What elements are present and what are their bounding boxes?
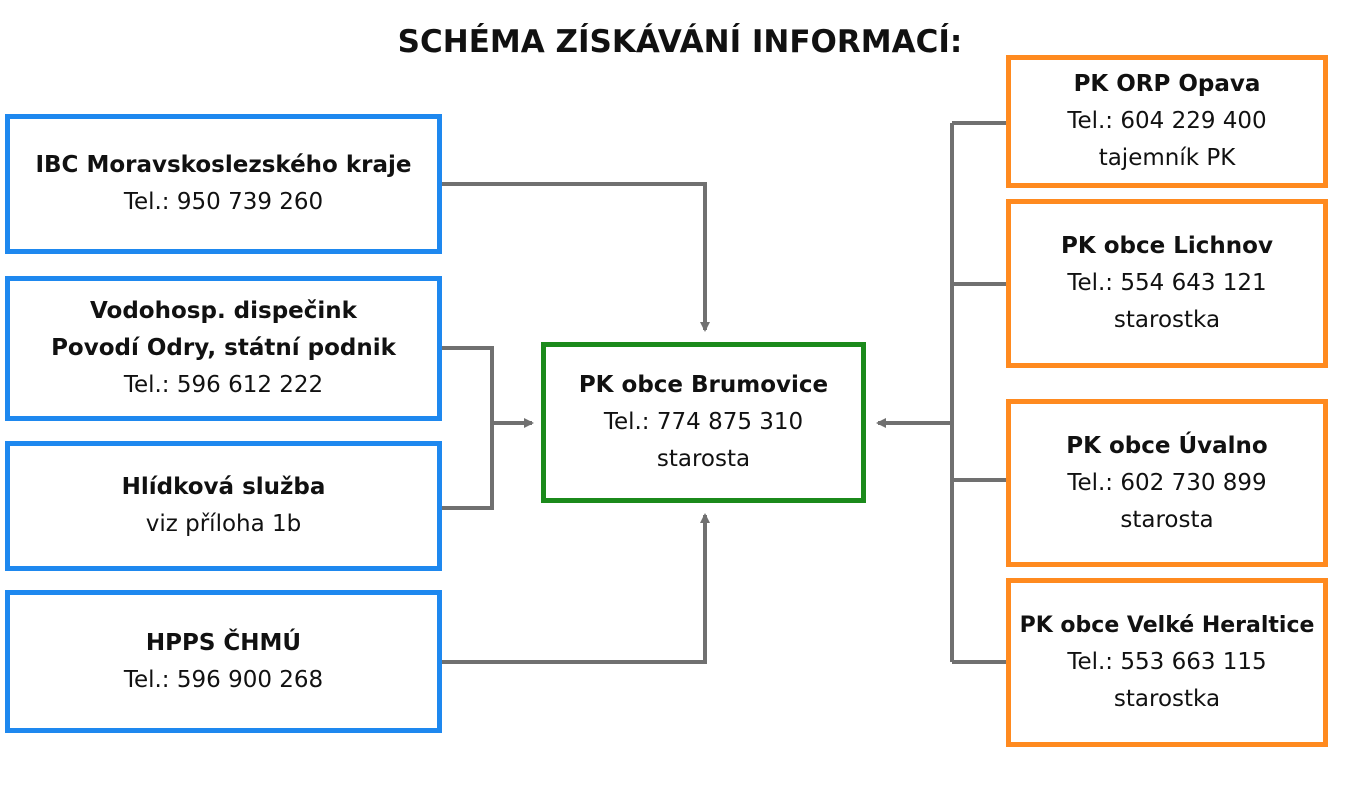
contact-name: PK obce Úvalno: [1066, 432, 1268, 459]
source-note: viz příloha 1b: [145, 511, 302, 537]
source-name: IBC Moravskoslezského kraje: [35, 152, 412, 178]
source-phone: Tel.: 950 739 260: [123, 189, 324, 215]
contact-phone: Tel.: 553 663 115: [1067, 649, 1267, 675]
contact-role: starosta: [1120, 506, 1214, 533]
connector-ibc-to-center: [441, 182, 710, 332]
contact-phone: Tel.: 554 643 121: [1067, 270, 1267, 296]
source-name: HPPS ČHMÚ: [145, 629, 302, 656]
source-name: Hlídková služba: [121, 474, 326, 500]
center-box-brumovice: PK obce Brumovice Tel.: 774 875 310 star…: [541, 342, 866, 503]
contact-role: starostka: [1113, 307, 1221, 333]
contact-phone: Tel.: 604 229 400: [1067, 108, 1267, 134]
source-name-line2: Povodí Odry, státní podnik: [51, 335, 396, 361]
contact-name: PK ORP Opava: [1073, 71, 1261, 97]
source-box-vodohosp: Vodohosp. dispečink Povodí Odry, státní …: [5, 276, 442, 421]
contact-phone: Tel.: 602 730 899: [1067, 469, 1267, 496]
source-box-ibc: IBC Moravskoslezského kraje Tel.: 950 73…: [5, 114, 442, 254]
contact-box-lichnov: PK obce Lichnov Tel.: 554 643 121 staros…: [1006, 199, 1328, 368]
diagram-title: SCHÉMA ZÍSKÁVÁNÍ INFORMACÍ:: [397, 24, 963, 60]
center-role: starosta: [656, 446, 751, 472]
contact-box-velke-heraltice: PK obce Velké Heraltice Tel.: 553 663 11…: [1006, 578, 1328, 747]
contact-box-orp-opava: PK ORP Opava Tel.: 604 229 400 tajemník …: [1006, 55, 1328, 188]
contact-role: tajemník PK: [1098, 145, 1236, 171]
source-phone: Tel.: 596 900 268: [123, 666, 324, 693]
center-phone: Tel.: 774 875 310: [603, 409, 804, 435]
contact-name: PK obce Velké Heraltice: [1019, 613, 1315, 638]
center-name: PK obce Brumovice: [578, 372, 829, 398]
source-phone: Tel.: 596 612 222: [123, 372, 324, 398]
connector-vodohosp: [441, 346, 494, 510]
source-name-line1: Vodohosp. dispečink: [90, 298, 357, 324]
source-box-hlidkova: Hlídková služba viz příloha 1b: [5, 441, 442, 571]
contact-box-uvalno: PK obce Úvalno Tel.: 602 730 899 starost…: [1006, 399, 1328, 567]
source-box-hpps: HPPS ČHMÚ Tel.: 596 900 268: [5, 590, 442, 733]
contact-name: PK obce Lichnov: [1061, 233, 1273, 259]
connector-hpps-to-center: [441, 513, 710, 664]
contact-role: starostka: [1113, 686, 1221, 712]
